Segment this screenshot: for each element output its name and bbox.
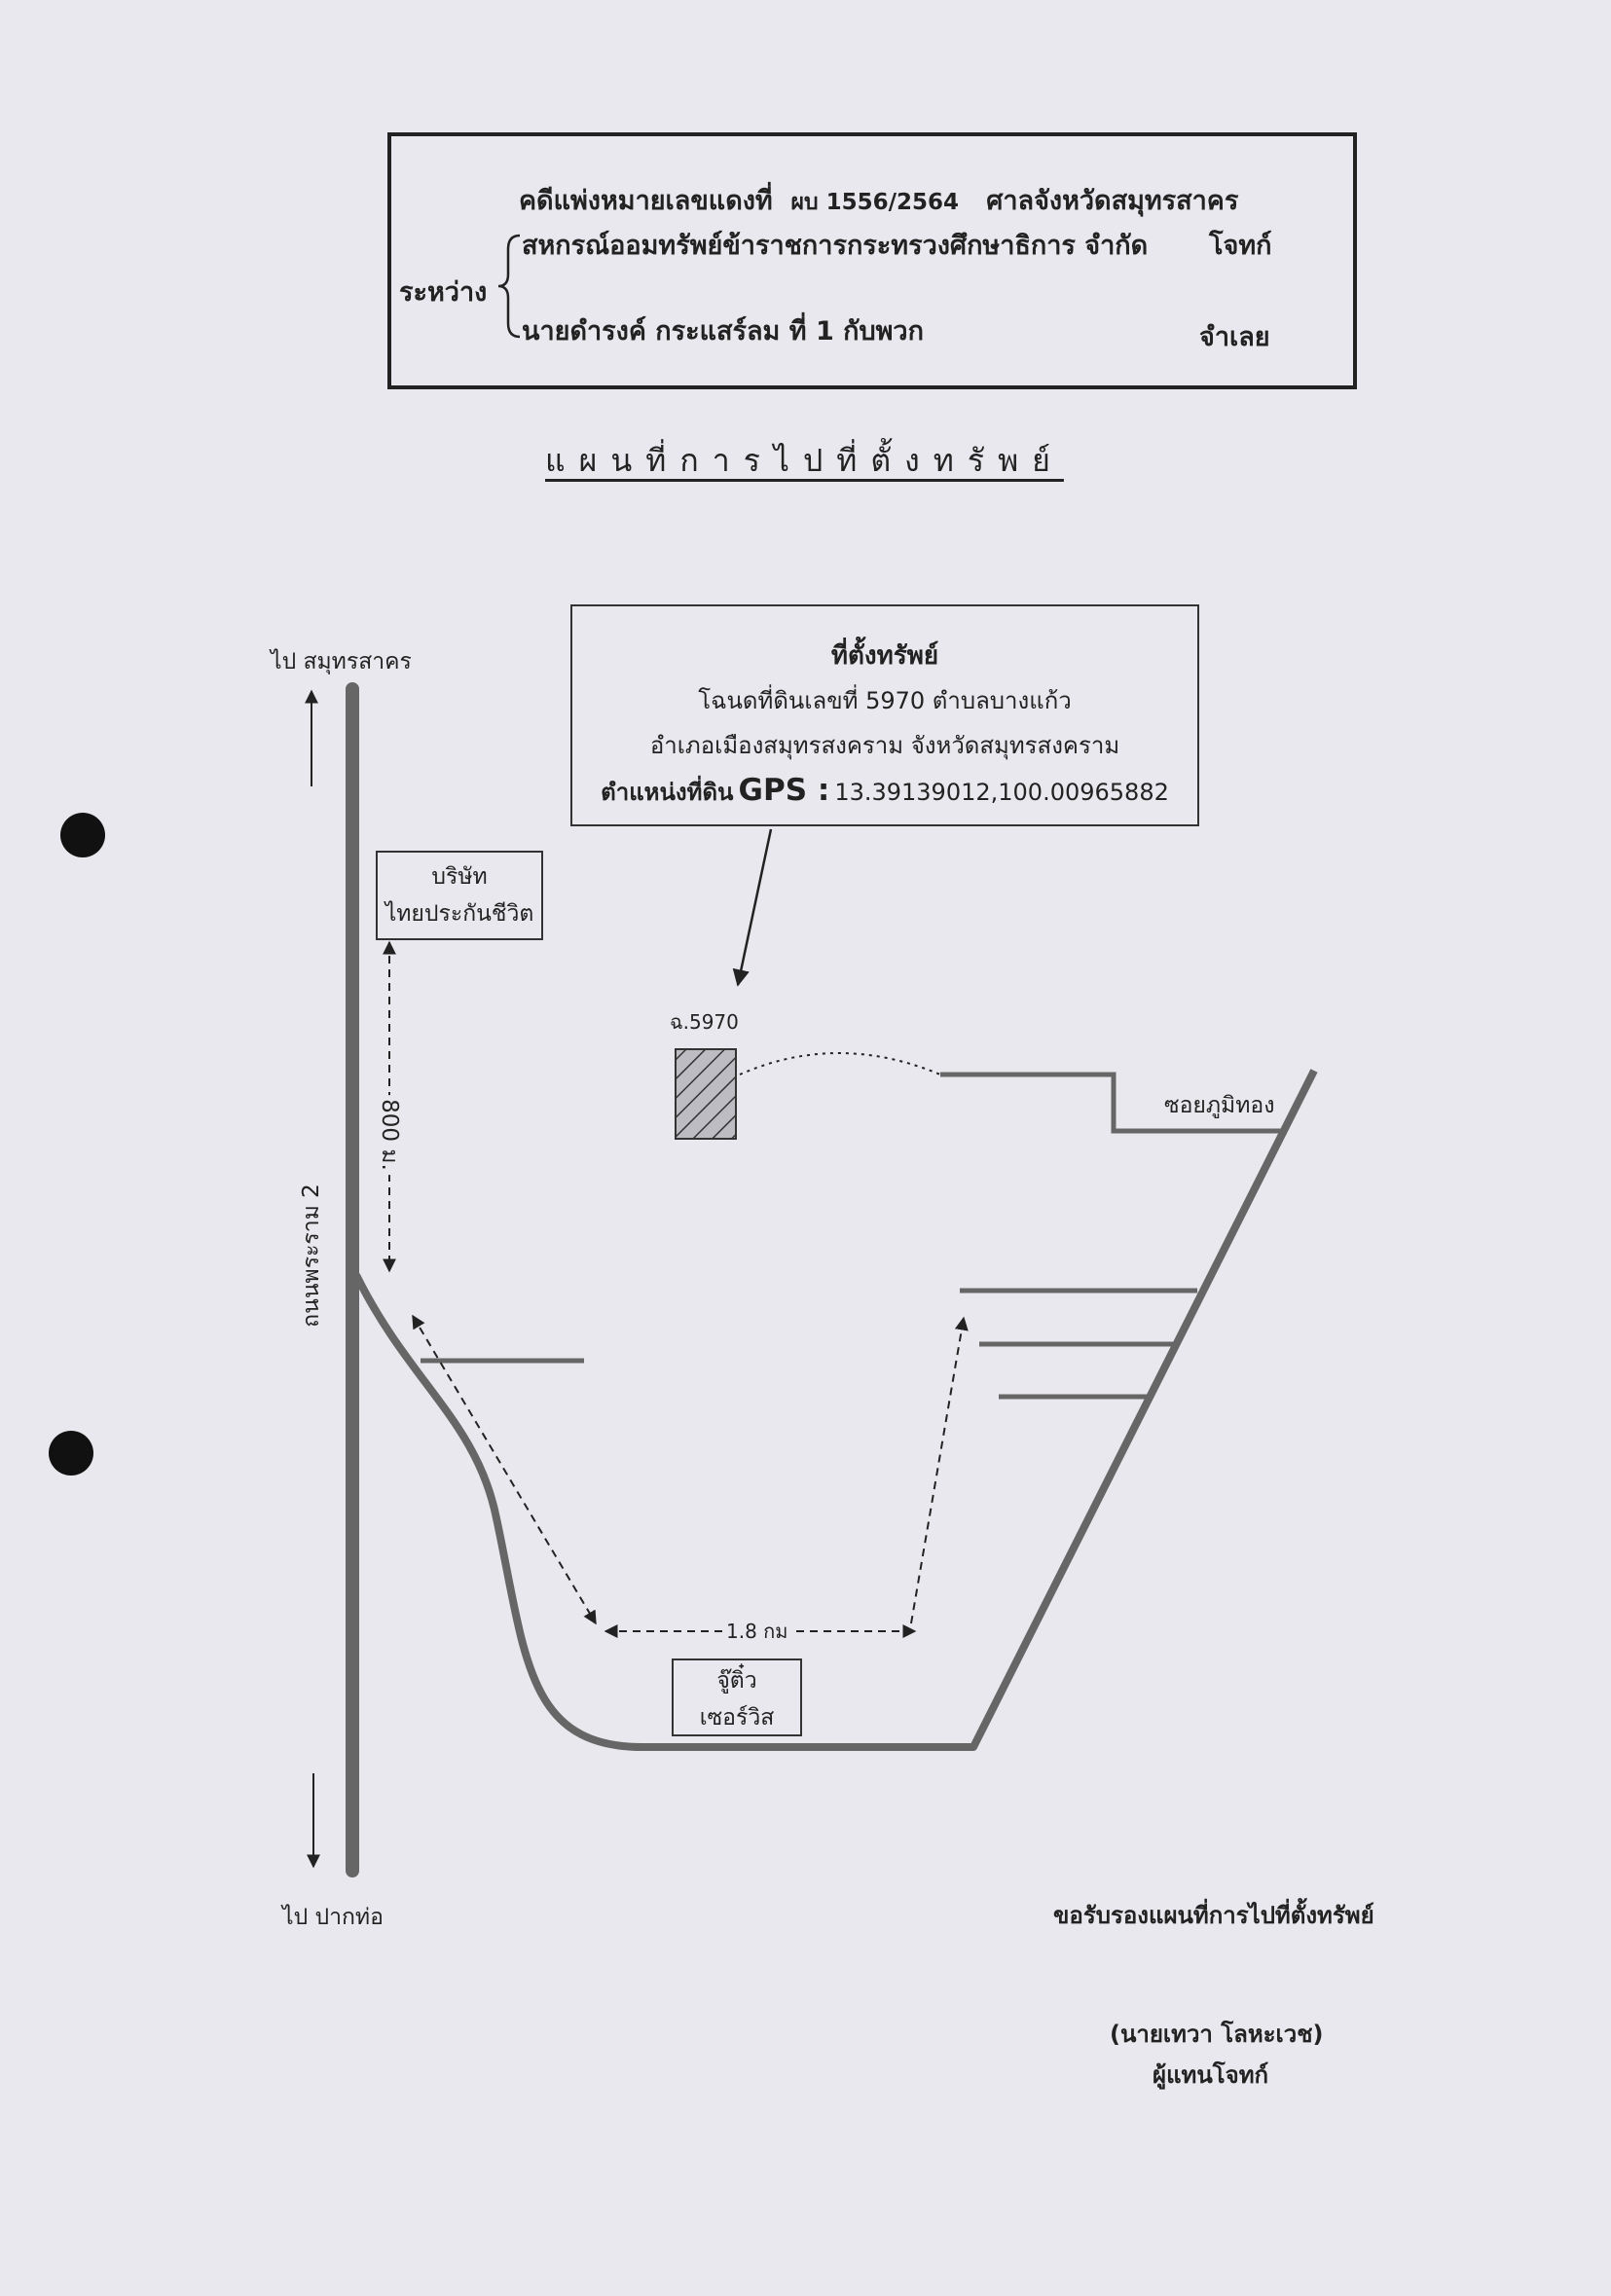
route-dash <box>412 1314 597 1625</box>
distance-800m-label: 800 ม. <box>372 1095 407 1175</box>
company-line-1: บริษัท <box>431 864 488 890</box>
soi-phumthong-label: ซอยภูมิทอง <box>1164 1093 1275 1118</box>
to-pakthor-label: ไป ปากท่อ <box>282 1905 384 1930</box>
gps-word: GPS : <box>738 773 830 808</box>
gps-line: ตำแหน่งที่ดิน GPS : 13.39139012,100.0096… <box>572 768 1197 818</box>
deed-label: ฉ.5970 <box>670 1010 739 1034</box>
case-label: คดีแพ่งหมายเลขแดงที่ <box>519 186 773 216</box>
defendant-name: นายดำรงค์ กระแสร์ลม ที่ 1 กับพวก <box>522 316 924 346</box>
district-line: อำเภอเมืองสมุทรสงคราม จังหวัดสมุทรสงคราม <box>649 732 1120 759</box>
gps-label: ตำแหน่งที่ดิน <box>601 779 734 806</box>
location-box: ที่ตั้งทรัพย์ โฉนดที่ดินเลขที่ 5970 ตำบล… <box>570 604 1199 826</box>
case-number: ผบ 1556/2564 <box>790 190 960 215</box>
distance-1-8km-label: 1.8 กม <box>722 1616 792 1647</box>
property-plot <box>675 1048 737 1140</box>
defendant-role: จำเลย <box>1199 322 1270 352</box>
branch-road <box>352 1069 1318 1751</box>
road-name-label: ถนนพระราม 2 <box>299 1184 324 1328</box>
page-title: แผนที่การไปที่ตั้งทรัพย์ <box>545 442 1064 479</box>
to-samutsakhon-label: ไป สมุทรสาคร <box>271 649 412 674</box>
gps-coordinates: 13.39139012,100.00965882 <box>834 779 1169 806</box>
route-dash <box>910 1316 969 1624</box>
plaintiff-role: โจทก์ <box>1209 231 1272 261</box>
brace-icon <box>497 234 521 339</box>
landmark-line-2: เซอร์วิส <box>699 1705 775 1731</box>
case-line-1: คดีแพ่งหมายเลขแดงที่ ผบ 1556/2564 ศาลจัง… <box>519 179 1238 221</box>
signer-role: ผู้แทนโจทก์ <box>1153 2061 1269 2089</box>
company-line-2: ไทยประกันชีวิต <box>384 901 534 927</box>
location-heading: ที่ตั้งทรัพย์ <box>830 641 939 671</box>
punch-hole <box>60 813 105 857</box>
landmark-line-1: จู๊ติ๋ว <box>716 1668 757 1694</box>
dotted-access-path <box>739 1052 941 1075</box>
plaintiff-name: สหกรณ์ออมทรัพย์ข้าราชการกระทรวงศึกษาธิกา… <box>522 231 1149 261</box>
soi-phumthong-road <box>940 1072 1283 1134</box>
signer-name: (นายเทวา โลหะเวช) <box>1110 2021 1324 2048</box>
deed-line: โฉนดที่ดินเลขที่ 5970 ตำบลบางแก้ว <box>698 687 1072 714</box>
pointer-arrow-icon <box>732 828 773 987</box>
case-header-box <box>387 132 1357 389</box>
certify-text: ขอรับรองแผนที่การไปที่ตั้งทรัพย์ <box>1053 1902 1374 1929</box>
court-name: ศาลจังหวัดสมุทรสาคร <box>986 186 1239 216</box>
landmark-box: จู๊ติ๋ว เซอร์วิส <box>672 1658 802 1736</box>
between-label: ระหว่าง <box>399 277 488 308</box>
punch-hole <box>49 1431 93 1476</box>
company-box: บริษัท ไทยประกันชีวิต <box>376 851 543 940</box>
